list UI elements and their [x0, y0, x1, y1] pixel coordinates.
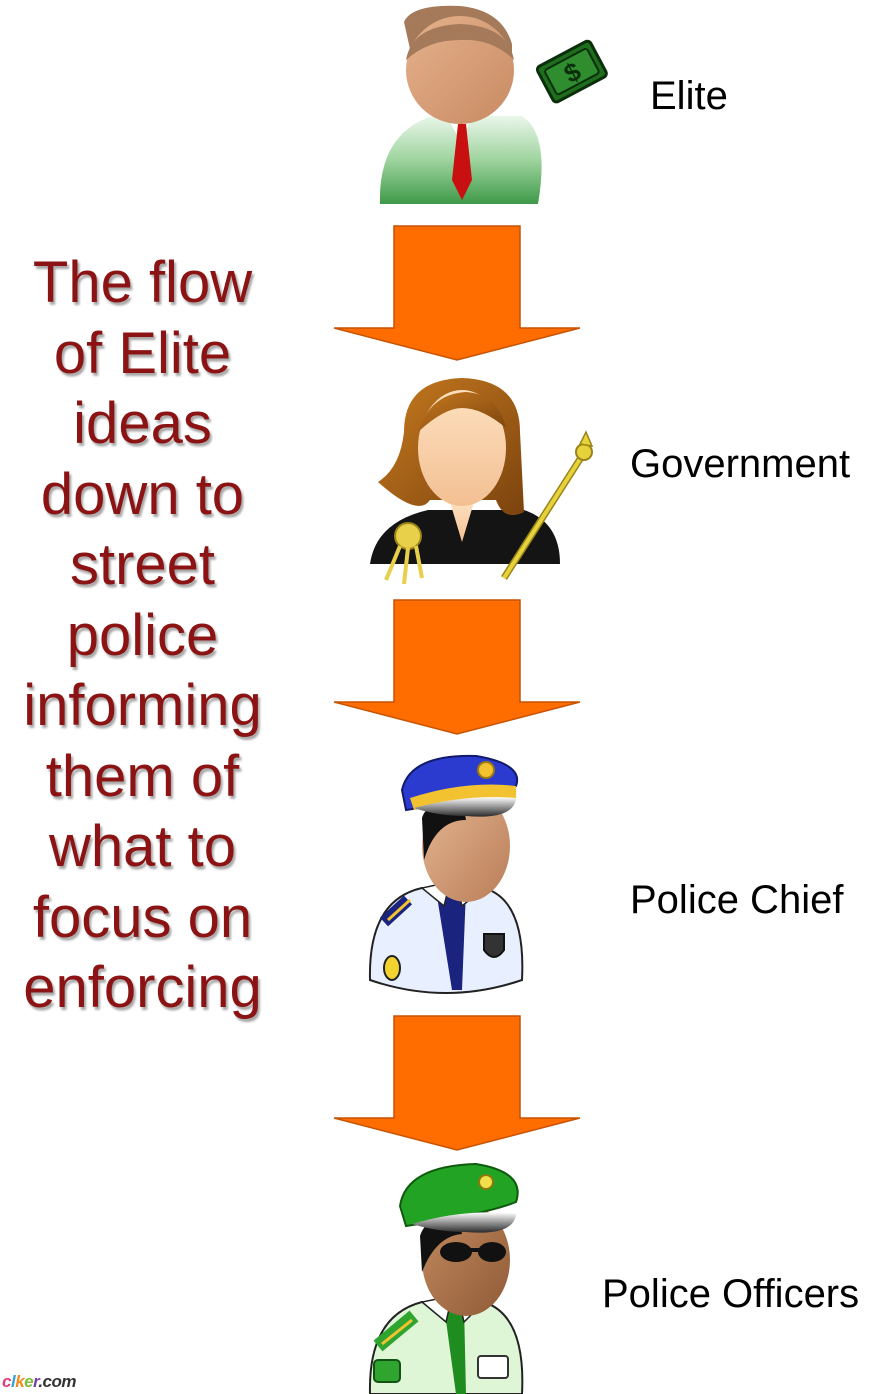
caption-line: police [66, 602, 219, 668]
caption-line: enforcing [23, 955, 262, 1020]
caption-line: ideas [73, 391, 212, 456]
caption-line: of Elite [53, 320, 232, 386]
caption-line: focus on [32, 884, 253, 950]
level-label-government: Government [630, 442, 851, 486]
level-label-elite: Elite [650, 74, 728, 118]
caption-text: The flow of Elite ideas down to street p… [0, 248, 285, 1024]
arrow-down-icon [333, 1015, 581, 1151]
caption-line: them of [45, 743, 240, 809]
caption-line: street [69, 532, 216, 597]
clker-logo: clker.com [2, 1372, 77, 1391]
woman-with-scepter-icon [370, 378, 594, 585]
businessman-with-money-icon: $ [379, 5, 608, 204]
arrow-down-icon [333, 225, 581, 361]
caption-line: The flow [32, 250, 253, 315]
level-label-police-chief: Police Chief [630, 878, 844, 922]
caption-line: informing [23, 673, 262, 738]
police-officer-icon [368, 1162, 524, 1394]
caption-line: down to [40, 461, 245, 527]
level-label-police-officers: Police Officers [602, 1272, 860, 1316]
caption-line: what to [49, 814, 236, 879]
police-chief-icon [368, 754, 524, 994]
arrow-down-icon [333, 599, 581, 735]
